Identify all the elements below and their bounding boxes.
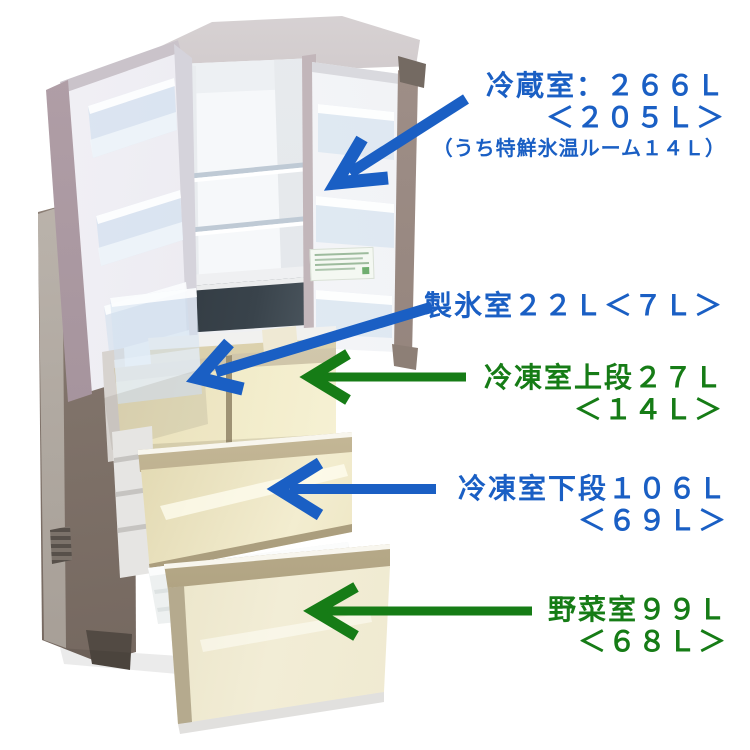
arrow-freezer-upper bbox=[299, 349, 466, 405]
arrow-fridge-room bbox=[323, 94, 469, 191]
label-freezer-lower: 冷凍室下段１０６Ｌ ＜６９Ｌ＞ bbox=[457, 472, 728, 538]
arrow-head bbox=[266, 457, 324, 521]
arrow-freezer-lower bbox=[266, 457, 436, 521]
arrow-head bbox=[185, 338, 245, 396]
arrow-shaft bbox=[214, 301, 434, 378]
label-line: 野菜室９９Ｌ bbox=[547, 593, 728, 626]
label-line: ＜１４Ｌ＞ bbox=[573, 393, 724, 427]
label-fridge-room: 冷蔵室：２６６Ｌ ＜２０５Ｌ＞ （うち特鮮氷温ルーム１４Ｌ） bbox=[432, 69, 726, 161]
label-line: ＜２０５Ｌ＞ bbox=[545, 101, 726, 135]
label-line: ＜６８Ｌ＞ bbox=[577, 625, 728, 659]
arrow-vegetable-room bbox=[303, 582, 532, 641]
arrow-head bbox=[323, 135, 389, 191]
arrow-shaft bbox=[347, 94, 469, 178]
label-line: 冷凍室下段１０６Ｌ bbox=[457, 472, 728, 505]
label-freezer-upper: 冷凍室上段２７Ｌ ＜１４Ｌ＞ bbox=[483, 361, 724, 427]
arrow-head bbox=[303, 582, 359, 641]
label-line: （うち特鮮氷温ルーム１４Ｌ） bbox=[432, 136, 726, 161]
arrow-head bbox=[299, 349, 351, 405]
label-vegetable-room: 野菜室９９Ｌ ＜６８Ｌ＞ bbox=[547, 593, 728, 659]
label-ice-room: 製氷室２２Ｌ＜７Ｌ＞ bbox=[423, 289, 724, 322]
label-line: 製氷室２２Ｌ＜７Ｌ＞ bbox=[423, 289, 724, 322]
label-line: ＜６９Ｌ＞ bbox=[577, 504, 728, 538]
label-line: 冷凍室上段２７Ｌ bbox=[483, 361, 724, 394]
label-line: 冷蔵室：２６６Ｌ bbox=[485, 69, 726, 102]
arrow-ice-room bbox=[185, 301, 434, 396]
